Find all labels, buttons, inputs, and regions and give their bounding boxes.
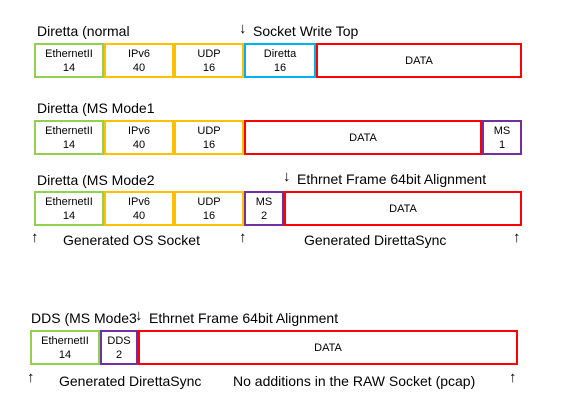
row2-field-ms: MS 1	[482, 120, 522, 155]
row4-up-arrow-left: ↑	[27, 369, 35, 386]
row4-note: Ethrnet Frame 64bit Alignment	[149, 310, 339, 326]
field-size: 14	[62, 138, 76, 151]
field-size: 14	[62, 61, 76, 74]
row2-title: Diretta (MS Mode1	[37, 100, 155, 116]
row3-field-udp: UDP 16	[174, 191, 244, 226]
field-name: DATA	[405, 54, 433, 67]
row3-note: Ethrnet Frame 64bit Alignment	[297, 171, 487, 187]
field-name: UDP	[197, 124, 221, 137]
row3-caption-os-socket: Generated OS Socket	[63, 232, 200, 248]
row1-field-data: DATA	[316, 43, 522, 78]
row4-title: DDS (MS Mode3	[31, 310, 137, 326]
row3-title: Diretta (MS Mode2	[37, 172, 155, 188]
field-name: UDP	[197, 47, 221, 60]
field-size: 16	[202, 61, 216, 74]
row2-field-ethernet: EthernetII 14	[34, 120, 104, 155]
field-name: DATA	[349, 131, 377, 144]
row4-caption-direttasync: Generated DirettaSync	[59, 373, 202, 389]
field-size: 14	[58, 348, 72, 361]
field-name: MS	[255, 195, 273, 208]
row3-field-ipv6: IPv6 40	[104, 191, 174, 226]
row4-up-arrow-right: ↑	[509, 369, 517, 386]
row1-note: Socket Write Top	[253, 23, 359, 39]
field-size: 40	[132, 61, 146, 74]
row1-title: Diretta (normal	[37, 23, 130, 39]
field-size: 16	[202, 209, 216, 222]
field-size: 2	[115, 348, 123, 361]
row3-down-arrow: ↓	[283, 168, 291, 185]
row4-caption-raw-socket: No additions in the RAW Socket (pcap)	[233, 373, 476, 389]
field-name: DDS	[107, 334, 131, 347]
field-name: EthernetII	[41, 334, 89, 347]
field-name: UDP	[197, 195, 221, 208]
field-size: 14	[62, 209, 76, 222]
field-name: EthernetII	[45, 47, 93, 60]
field-size: 2	[260, 209, 268, 222]
field-size: 1	[498, 138, 506, 151]
row3-caption-direttasync: Generated DirettaSync	[304, 232, 447, 248]
row3-field-data: DATA	[284, 191, 522, 226]
row1-field-diretta: Diretta 16	[244, 43, 316, 78]
field-name: EthernetII	[45, 195, 93, 208]
row1-field-ethernet: EthernetII 14	[34, 43, 104, 78]
field-name: MS	[493, 124, 511, 137]
row2-field-data: DATA	[244, 120, 482, 155]
field-name: EthernetII	[45, 124, 93, 137]
row1-down-arrow: ↓	[239, 20, 247, 37]
field-size: 40	[132, 209, 146, 222]
row4-field-data: DATA	[138, 330, 518, 365]
row3-field-ms: MS 2	[244, 191, 284, 226]
row2-field-udp: UDP 16	[174, 120, 244, 155]
row4-field-dds: DDS 2	[100, 330, 138, 365]
row3-field-ethernet: EthernetII 14	[34, 191, 104, 226]
row4-down-arrow: ↓	[135, 307, 143, 324]
field-name: IPv6	[127, 47, 150, 60]
row4-field-ethernet: EthernetII 14	[30, 330, 100, 365]
field-size: 16	[273, 61, 287, 74]
row3-up-arrow-left: ↑	[31, 229, 39, 246]
field-size: 16	[202, 138, 216, 151]
row1-field-udp: UDP 16	[174, 43, 244, 78]
row1-field-ipv6: IPv6 40	[104, 43, 174, 78]
field-name: DATA	[314, 341, 342, 354]
field-name: IPv6	[127, 124, 150, 137]
row3-up-arrow-middle: ↑	[239, 229, 247, 246]
field-size: 40	[132, 138, 146, 151]
field-name: IPv6	[127, 195, 150, 208]
field-name: DATA	[389, 202, 417, 215]
row2-field-ipv6: IPv6 40	[104, 120, 174, 155]
field-name: Diretta	[263, 47, 297, 60]
row3-up-arrow-right: ↑	[513, 229, 521, 246]
